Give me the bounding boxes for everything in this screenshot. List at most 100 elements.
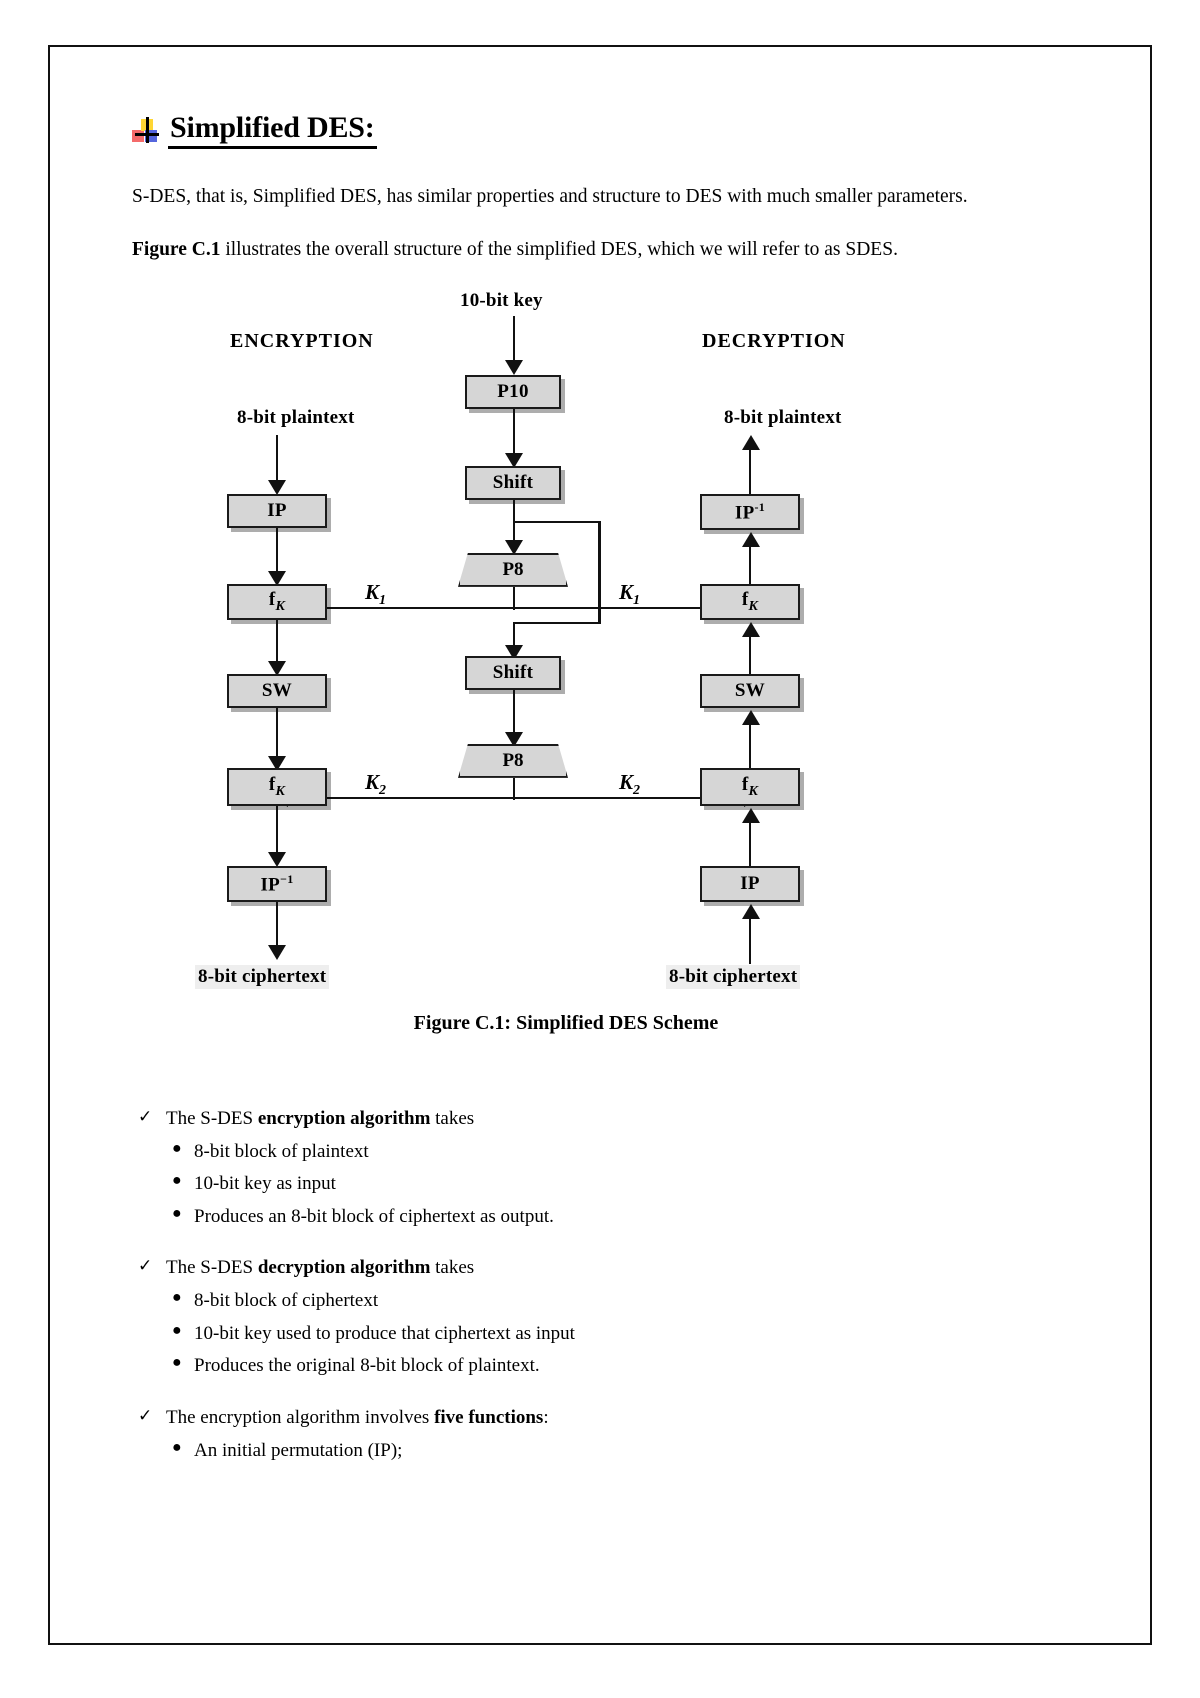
- checklist-item-text: The S-DES decryption algorithm takes: [166, 1255, 1000, 1281]
- list-item-text: An initial permutation (IP);: [194, 1439, 403, 1461]
- line-key-to-p10: [512, 315, 516, 364]
- node-enc-ip-label: IP: [267, 499, 287, 521]
- node-dec-fk1-label: fK: [742, 589, 758, 615]
- line-dec-sw-to-fk1: [748, 633, 752, 674]
- line-ciphertext-to-dec-ip: [748, 915, 752, 964]
- bullet-cross-horizontal: [135, 133, 159, 136]
- paragraph-figure-intro-text: illustrates the overall structure of the…: [220, 239, 898, 261]
- check-icon: ✓: [138, 1256, 153, 1276]
- arrowhead-ciphertext-to-dec-ip: [742, 903, 760, 919]
- list-item-text: 8-bit block of ciphertext: [194, 1290, 379, 1312]
- line-dec-ip-to-fk2: [748, 819, 752, 866]
- label-enc-ciphertext: 8-bit ciphertext: [195, 964, 330, 989]
- line-k1-bus: [282, 606, 752, 609]
- figure-sdes-scheme: 10-bit key ENCRYPTION DECRYPTION 8-bit p…: [132, 290, 1000, 1090]
- node-enc-sw: SW: [227, 673, 327, 708]
- list-item: ● 10-bit key as input: [132, 1171, 1000, 1197]
- node-shift2-label: Shift: [492, 661, 534, 683]
- arrowhead-enc-fk1-to-sw: [268, 660, 286, 676]
- node-dec-fk2-sub: K: [748, 783, 759, 799]
- node-enc-ipinv-sup: −1: [280, 871, 294, 886]
- node-dec-ip-inverse-label: IP-1: [735, 500, 765, 524]
- node-enc-ip: IP: [227, 493, 327, 528]
- node-dec-ip: IP: [700, 865, 800, 902]
- node-enc-fk2-label: fK: [269, 774, 285, 800]
- node-dec-fk2-base: f: [741, 773, 749, 795]
- bullet-dot-icon: ●: [172, 1321, 182, 1339]
- line-p8a-to-k1bus: [512, 586, 516, 610]
- node-dec-ipinv-sup: -1: [754, 499, 766, 514]
- checklist-lead-bold: encryption algorithm: [257, 1107, 431, 1129]
- node-enc-fk2: fK: [227, 767, 327, 806]
- bullet-dot-icon: ●: [172, 1354, 182, 1372]
- node-shift1-label: Shift: [492, 471, 534, 493]
- label-k1-right: K1: [619, 580, 640, 609]
- list-item-text: Produces an 8-bit block of ciphertext as…: [194, 1205, 554, 1227]
- label-k1-left-sub: 1: [379, 593, 387, 609]
- line-dec-fk2-to-sw: [748, 721, 752, 768]
- arrowhead-enc-ip-to-fk1: [268, 570, 286, 586]
- list-item: ● 10-bit key used to produce that cipher…: [132, 1321, 1000, 1347]
- label-k1-left: K1: [365, 580, 386, 609]
- arrowhead-shift1-to-p8a: [505, 539, 523, 555]
- line-p8b-to-k2bus: [512, 777, 516, 800]
- node-dec-fk2-label: fK: [742, 774, 758, 800]
- paragraph-intro-text: S-DES, that is, Simplified DES, has simi…: [132, 185, 968, 207]
- arrowhead-enc-fk2-to-ipinv: [268, 851, 286, 867]
- list-item: ● Produces an 8-bit block of ciphertext …: [132, 1204, 1000, 1230]
- label-k1-right-base: K: [619, 579, 634, 604]
- line-plaintext-to-enc-ip: [275, 434, 279, 487]
- line-bypass-vertical: [598, 520, 601, 624]
- node-dec-ipinv-base: IP: [734, 502, 755, 524]
- list-item: ● 8-bit block of ciphertext: [132, 1288, 1000, 1314]
- node-enc-fk1-label: fK: [269, 589, 285, 615]
- arrowhead-shift2-to-p8b: [505, 731, 523, 747]
- arrowhead-p10-to-shift1: [505, 452, 523, 468]
- node-shift1: Shift: [465, 465, 561, 500]
- list-item: ● An initial permutation (IP);: [132, 1438, 1000, 1464]
- node-dec-ip-inverse: IP-1: [700, 493, 800, 530]
- label-k2-left-sub: 2: [379, 783, 387, 799]
- page-heading: Simplified DES:: [132, 112, 1000, 149]
- line-shift2-to-p8b: [512, 689, 516, 744]
- label-dec-ciphertext: 8-bit ciphertext: [666, 964, 801, 989]
- line-dec-ipinv-to-plaintext: [748, 446, 752, 494]
- line-enc-ip-to-fk1: [275, 527, 279, 582]
- line-bypass-bottom: [512, 621, 601, 625]
- node-p10-label: P10: [497, 380, 529, 402]
- node-p8a-shape: [458, 552, 568, 587]
- checklist-item: ✓ The S-DES decryption algorithm takes: [132, 1255, 1000, 1281]
- label-k2-right: K2: [619, 770, 640, 799]
- checklist-item-text: The encryption algorithm involves five f…: [166, 1405, 1000, 1431]
- checklist-lead-bold: decryption algorithm: [257, 1257, 431, 1279]
- document-content: Simplified DES: S-DES, that is, Simplifi…: [132, 112, 1000, 1463]
- arrowhead-dec-fk2-to-sw: [742, 709, 760, 725]
- list-group-spacer: [132, 1379, 1000, 1401]
- label-10-bit-key: 10-bit key: [460, 289, 543, 311]
- line-to-shift2: [512, 621, 516, 660]
- node-p10: P10: [465, 374, 561, 409]
- bullet-square-red: [132, 130, 144, 143]
- line-bypass-top: [512, 520, 601, 524]
- label-k2-left: K2: [365, 770, 386, 799]
- list-item-text: 8-bit block of plaintext: [194, 1140, 369, 1162]
- node-p8b: P8: [458, 743, 572, 782]
- bullet-dot-icon: ●: [172, 1438, 182, 1456]
- node-dec-ip-label: IP: [740, 872, 760, 894]
- page-title: Simplified DES:: [168, 112, 377, 149]
- line-enc-fk1-to-sw: [275, 619, 279, 672]
- checklist-lead-1: The S-DES: [166, 1107, 258, 1129]
- list-item-text: 10-bit key used to produce that cipherte…: [194, 1322, 575, 1344]
- paragraph-figure-intro: Figure C.1 illustrates the overall struc…: [132, 236, 1000, 264]
- line-p10-to-shift1: [512, 408, 516, 463]
- bullet-dot-icon: ●: [172, 1139, 182, 1157]
- label-k2-right-sub: 2: [633, 783, 641, 799]
- list-group-spacer: [132, 1229, 1000, 1251]
- node-p8b-label: P8: [502, 749, 524, 771]
- checklist-lead-2: takes: [430, 1257, 475, 1279]
- list-group-five-functions: ✓ The encryption algorithm involves five…: [132, 1405, 1000, 1463]
- checklist-item: ✓ The encryption algorithm involves five…: [132, 1405, 1000, 1431]
- paragraph-intro: S-DES, that is, Simplified DES, has simi…: [132, 183, 1000, 211]
- bullet-cross-vertical: [146, 117, 149, 144]
- node-dec-fk1-sub: K: [748, 598, 759, 614]
